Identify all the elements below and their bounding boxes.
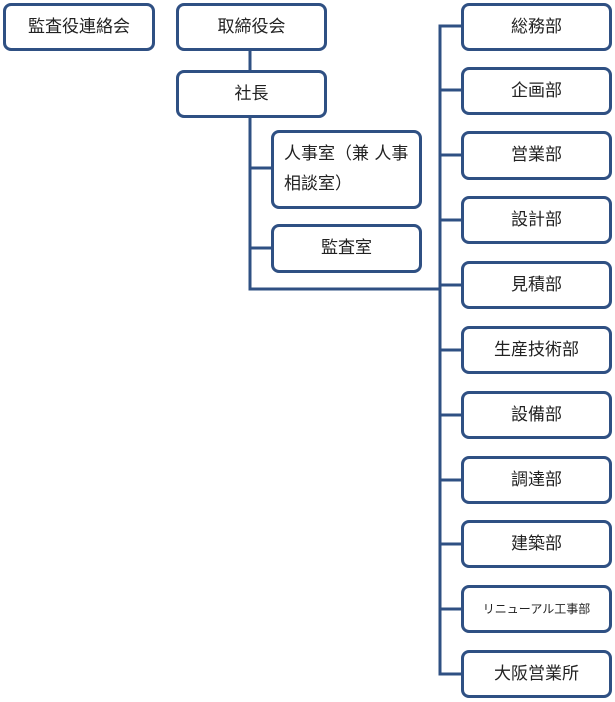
department-label: 総務部 xyxy=(511,16,562,37)
department-label: 生産技術部 xyxy=(494,339,579,360)
department-label: リニューアル工事部 xyxy=(482,601,591,616)
department-box: 設計部 xyxy=(461,196,612,244)
department-label: 建築部 xyxy=(511,533,562,554)
hr-office-box: 人事室（兼 人事相談室） xyxy=(271,130,422,209)
department-box: 設備部 xyxy=(461,391,612,439)
department-label: 大阪営業所 xyxy=(494,663,579,684)
department-label: 見積部 xyxy=(511,274,562,295)
department-label: 設計部 xyxy=(511,209,562,230)
audit-committee-label: 監査役連絡会 xyxy=(28,16,130,37)
department-label: 設備部 xyxy=(511,404,562,425)
audit-office-label: 監査室 xyxy=(321,238,372,259)
department-box: 営業部 xyxy=(461,131,612,180)
department-box: 建築部 xyxy=(461,520,612,568)
department-label: 営業部 xyxy=(511,145,562,166)
department-box: 見積部 xyxy=(461,261,612,309)
department-label: 企画部 xyxy=(511,80,562,101)
department-box: 調達部 xyxy=(461,456,612,504)
department-box: 大阪営業所 xyxy=(461,650,612,698)
hr-office-label: 人事室（兼 人事相談室） xyxy=(284,143,409,194)
board-box: 取締役会 xyxy=(176,3,327,51)
audit-committee-box: 監査役連絡会 xyxy=(3,3,155,51)
president-label: 社長 xyxy=(234,83,269,104)
department-box: リニューアル工事部 xyxy=(461,585,612,633)
president-box: 社長 xyxy=(176,70,327,118)
department-box: 総務部 xyxy=(461,3,612,51)
audit-office-box: 監査室 xyxy=(271,224,422,273)
department-label: 調達部 xyxy=(511,469,562,490)
department-box: 生産技術部 xyxy=(461,326,612,374)
department-box: 企画部 xyxy=(461,67,612,115)
board-label: 取締役会 xyxy=(217,16,286,37)
